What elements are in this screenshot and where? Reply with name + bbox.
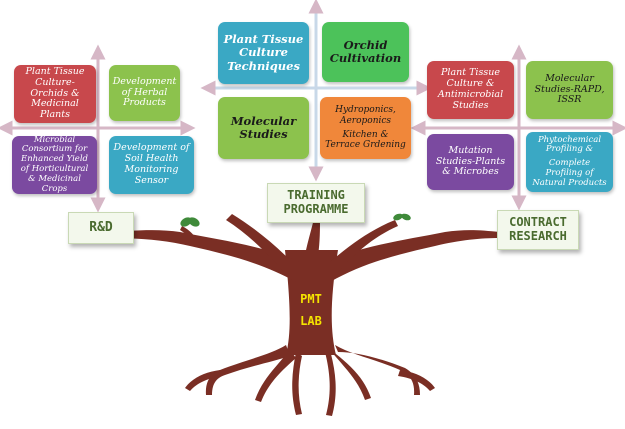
training-box-molecular: Molecular Studies	[218, 97, 309, 159]
training-title-line2: PROGRAMME	[283, 202, 349, 216]
rd-title: R&D	[68, 212, 134, 244]
tree-label-line2: LAB	[300, 314, 322, 328]
hydroponics-line1: Hydroponics, Aeroponics	[335, 105, 396, 126]
rd-box-soil-sensor: Development of Soil Health Monitoring Se…	[109, 136, 194, 194]
contract-research-title: CONTRACT RESEARCH	[497, 210, 579, 250]
cr-box-mutation: Mutation Studies-Plants & Microbes	[427, 134, 514, 190]
training-box-tissue-culture: Plant Tissue Culture Techniques	[218, 22, 309, 84]
contract-title-line1: CONTRACT	[509, 215, 567, 230]
training-box-orchid: Orchid Cultivation	[322, 22, 409, 82]
cr-box-phytochemical: Phytochemical Profiling & Complete Profi…	[526, 132, 613, 192]
cr-box-molecular: Molecular Studies-RAPD, ISSR	[526, 61, 613, 119]
rd-box-microbial-consortium: Microbial Consortium for Enhanced Yield …	[12, 135, 97, 194]
contract-title-line2: RESEARCH	[509, 229, 567, 243]
training-title: TRAINING PROGRAMME	[267, 183, 365, 223]
phytochemical-line2: Complete Profiling of Natural Products	[532, 158, 607, 188]
rd-box-herbal-products: Development of Herbal Products	[109, 65, 180, 121]
phytochemical-line1: Phytochemical Profiling &	[537, 134, 602, 155]
training-title-line1: TRAINING	[287, 188, 345, 203]
rd-box-tissue-culture: Plant Tissue Culture-Orchids & Medicinal…	[14, 65, 96, 123]
training-box-hydroponics: Hydroponics, Aeroponics Kitchen & Terrac…	[320, 97, 411, 159]
hydroponics-line2: Kitchen & Terrace Grdening	[325, 130, 406, 151]
tree-label-line1: PMT	[300, 292, 322, 306]
cr-box-tissue-culture: Plant Tissue Culture & Antimicrobial Stu…	[427, 61, 514, 119]
